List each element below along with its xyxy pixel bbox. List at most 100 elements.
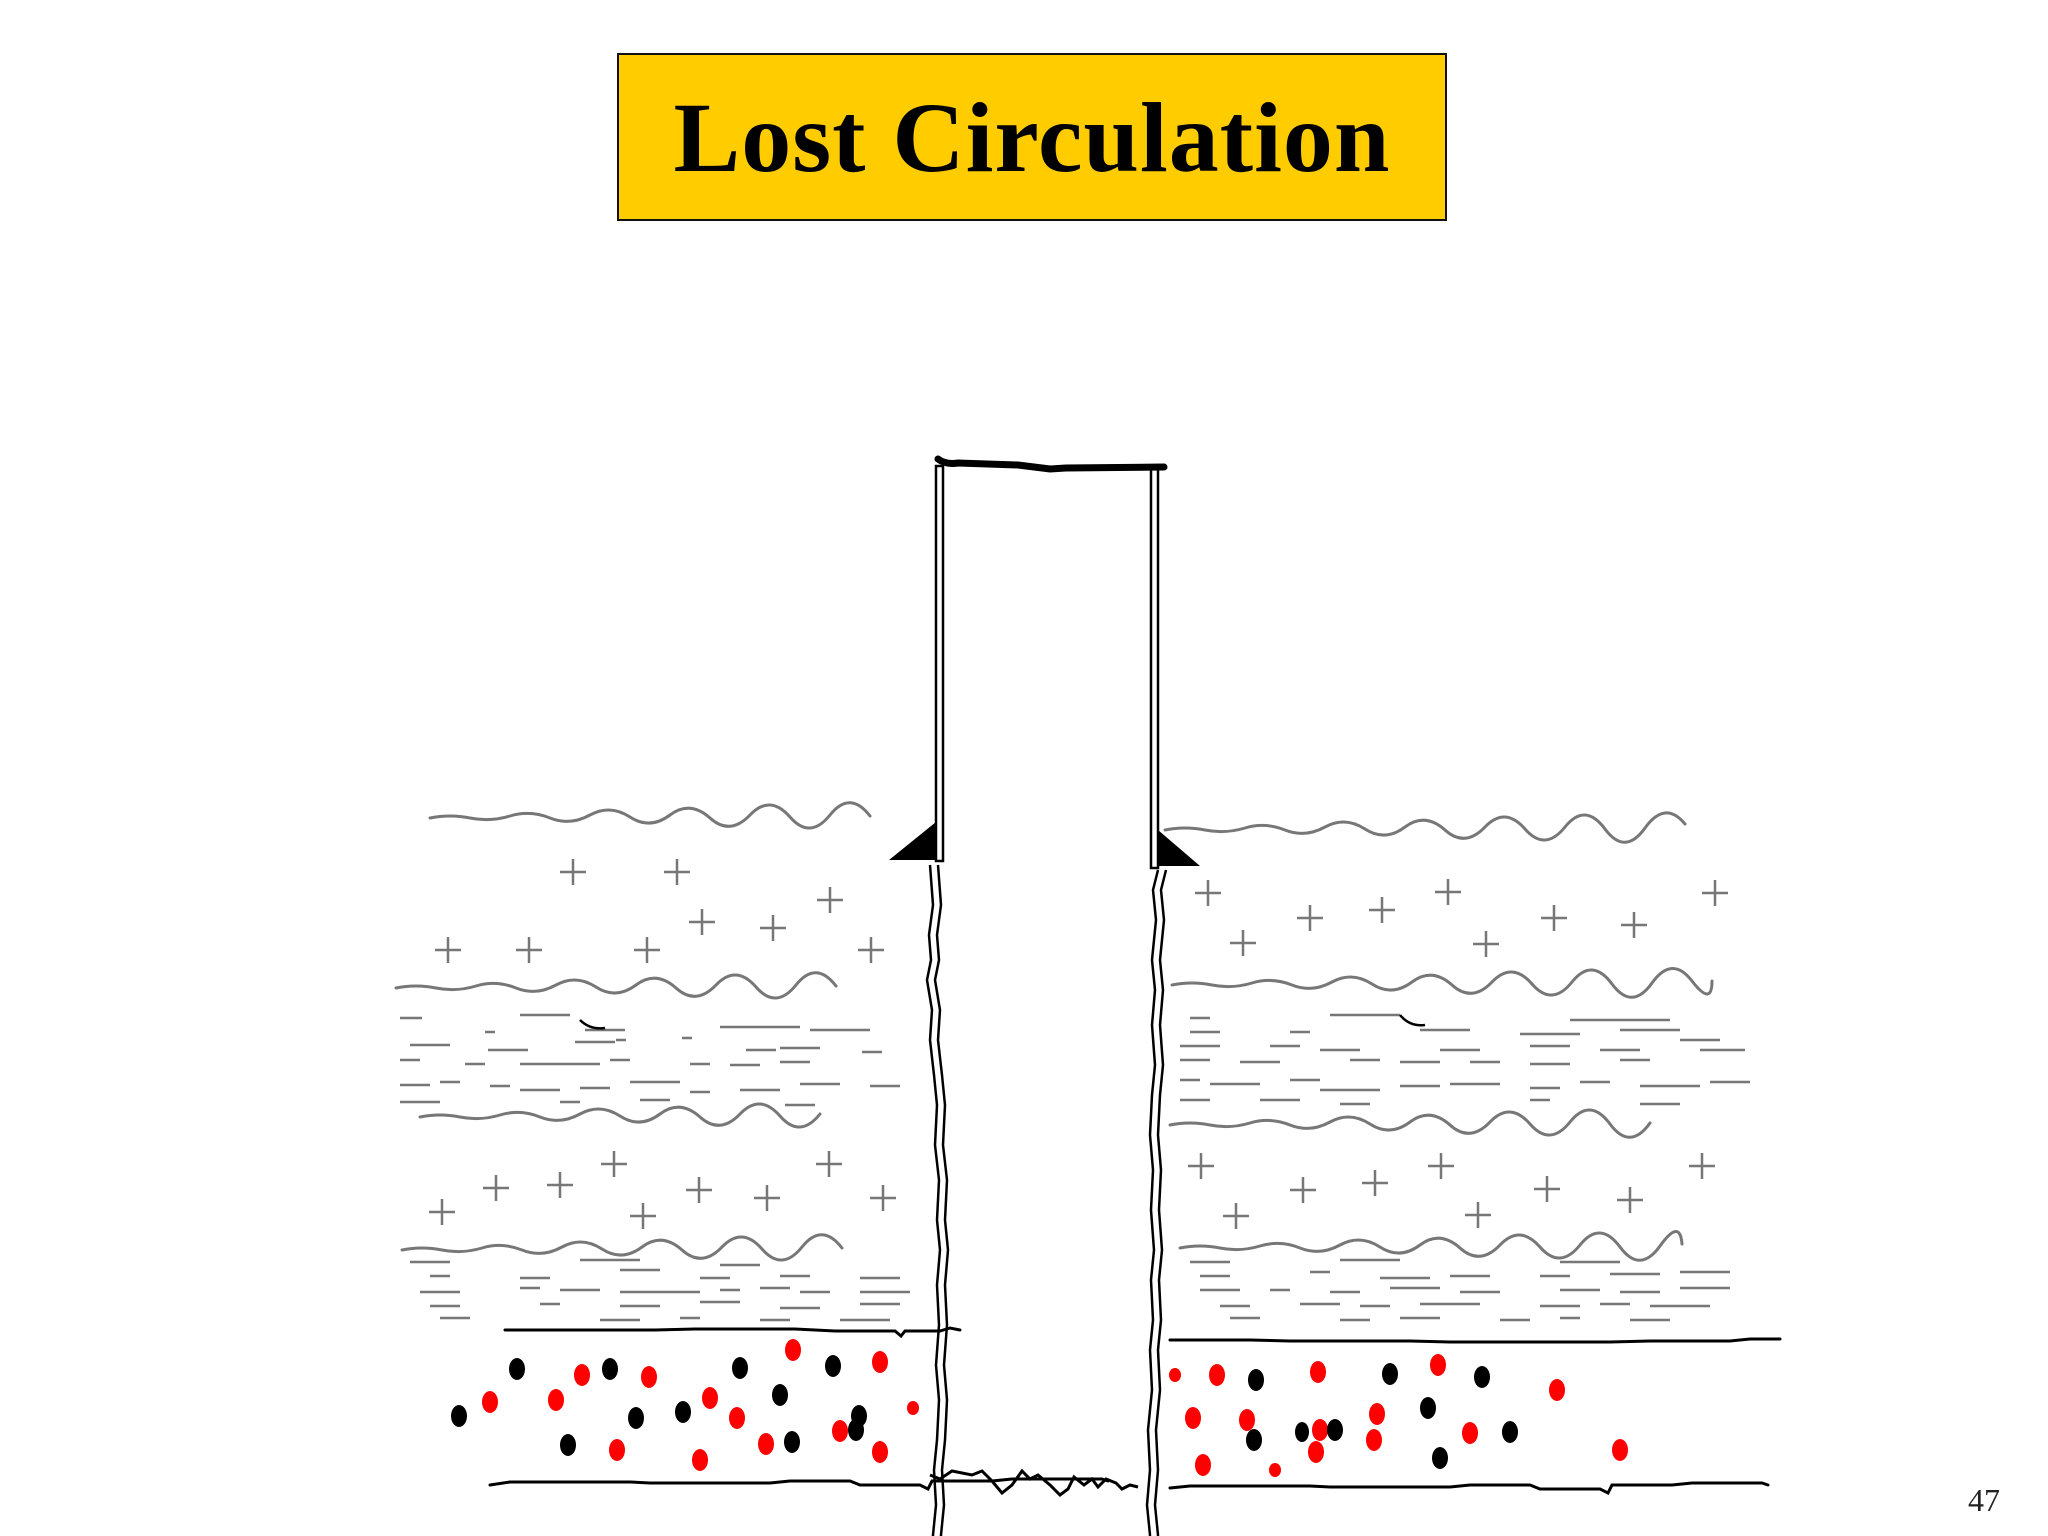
cross-mark [664, 859, 690, 885]
particle-red [1612, 1439, 1628, 1461]
particle-red [1430, 1354, 1446, 1376]
particle-red [1239, 1409, 1255, 1431]
casing-top-cap [934, 455, 1168, 473]
boundary-3-right [1168, 1108, 1652, 1139]
cross-mark [1428, 1153, 1454, 1179]
cross-mark [1195, 880, 1221, 906]
crystalline-layer-upper [435, 859, 1728, 963]
cross-mark [760, 915, 786, 941]
cross-mark [1297, 905, 1323, 931]
cross-mark [1702, 880, 1728, 906]
boundary-4-right [1178, 1230, 1684, 1262]
cross-mark [1473, 931, 1499, 957]
casing-shoe-left [889, 822, 936, 860]
shale-layer-upper [400, 1013, 1750, 1107]
particle-black [1502, 1421, 1518, 1443]
cross-mark [1541, 905, 1567, 931]
permeable-zone-particles [451, 1339, 1628, 1477]
particle-black [1295, 1422, 1309, 1442]
cross-mark [435, 937, 461, 963]
particle-black [1382, 1363, 1398, 1385]
particle-red [548, 1389, 564, 1411]
cross-mark [1621, 912, 1647, 938]
casing-left-wall [934, 464, 945, 863]
cross-mark [1689, 1153, 1715, 1179]
particle-red [872, 1351, 888, 1373]
particle-black [628, 1407, 644, 1429]
particle-black [772, 1384, 788, 1406]
particle-black [560, 1434, 576, 1456]
particle-red [641, 1366, 657, 1388]
particle-red [1366, 1429, 1382, 1451]
cross-mark [816, 1151, 842, 1177]
particle-black [1432, 1447, 1448, 1469]
zone-bottom-right [1168, 1481, 1770, 1496]
particle-black [732, 1357, 748, 1379]
cross-mark [1290, 1177, 1316, 1203]
cross-mark [1223, 1203, 1249, 1229]
zone-bottom-left [488, 1477, 1110, 1492]
particle-red [832, 1420, 848, 1442]
particle-red [702, 1387, 718, 1409]
cross-mark [686, 1177, 712, 1203]
particle-red [692, 1449, 708, 1471]
cross-mark [1617, 1187, 1643, 1213]
cross-mark [1362, 1170, 1388, 1196]
cross-mark [1188, 1153, 1214, 1179]
particle-black [1474, 1366, 1490, 1388]
particle-red [1369, 1403, 1385, 1425]
shale-kink [579, 1014, 1426, 1030]
particle-black [848, 1419, 864, 1441]
particle-black [1248, 1369, 1264, 1391]
cross-mark [429, 1199, 455, 1225]
particle-red [574, 1364, 590, 1386]
particle-red [758, 1433, 774, 1455]
particle-red [609, 1439, 625, 1461]
cross-mark [1230, 930, 1256, 956]
shale-layer-lower [410, 1258, 1730, 1322]
boundary-2-right [1170, 967, 1714, 999]
casing-right-wall [1149, 464, 1160, 870]
title-box: Lost Circulation [617, 53, 1447, 221]
particle-black [451, 1405, 467, 1427]
particle-black [1246, 1429, 1262, 1451]
particle-black [675, 1401, 691, 1423]
particle-red [1195, 1454, 1211, 1476]
cross-mark [1465, 1202, 1491, 1228]
cross-mark [634, 937, 660, 963]
cross-mark [689, 909, 715, 935]
casing-shoe-right [1158, 830, 1200, 866]
particle-red [872, 1441, 888, 1463]
particle-red [1549, 1379, 1565, 1401]
cross-mark [516, 937, 542, 963]
particle-black [1420, 1397, 1436, 1419]
formation-boundaries [394, 801, 1714, 1262]
zone-top-right [1168, 1337, 1782, 1344]
particle-black [825, 1355, 841, 1377]
particle-black [509, 1358, 525, 1380]
cross-mark [547, 1172, 573, 1198]
particle-red [1269, 1463, 1281, 1477]
open-hole-wall-right [1145, 869, 1168, 1536]
particle-red [1308, 1441, 1324, 1463]
particle-red [1312, 1419, 1328, 1441]
cross-mark [560, 859, 586, 885]
slide-title: Lost Circulation [673, 81, 1391, 193]
cross-mark [870, 1185, 896, 1211]
particle-red [1185, 1407, 1201, 1429]
particle-red [1169, 1368, 1181, 1382]
cross-mark [1435, 879, 1461, 905]
boundary-2-left [394, 971, 838, 1000]
particle-black [784, 1431, 800, 1453]
open-hole-wall-left [925, 864, 950, 1536]
page-number: 47 [1968, 1482, 2000, 1518]
cross-mark [601, 1151, 627, 1177]
boundary-4-left [400, 1233, 844, 1262]
particle-red [729, 1407, 745, 1429]
cross-mark [1369, 897, 1395, 923]
cross-mark [754, 1185, 780, 1211]
crystalline-layer-lower [429, 1151, 1715, 1229]
particle-red [482, 1391, 498, 1413]
permeable-zone-boundaries [488, 1326, 1782, 1496]
